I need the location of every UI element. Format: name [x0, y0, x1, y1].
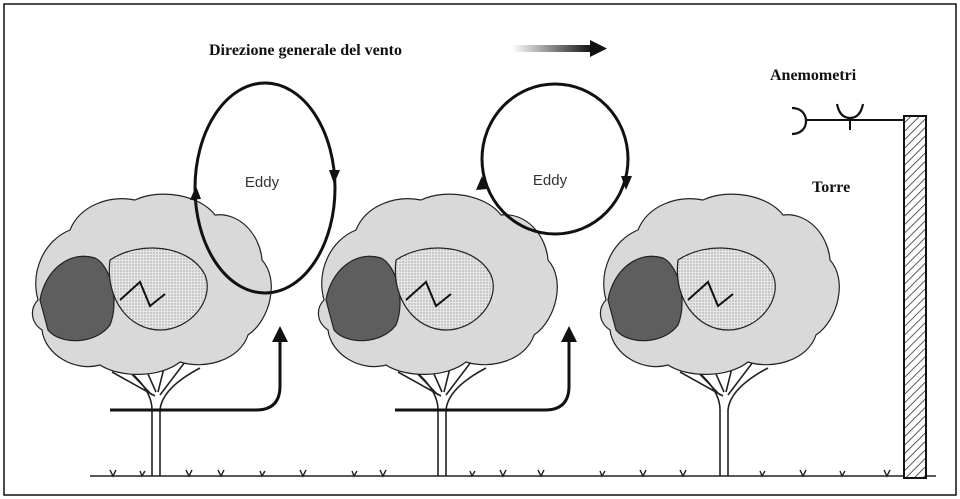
- tower-label: Torre: [812, 179, 850, 196]
- anemometer-boom: [806, 118, 904, 130]
- tree-1: [32, 194, 271, 476]
- eddy-1-label: Eddy: [245, 174, 280, 191]
- tower: [904, 116, 926, 478]
- tree-3: [600, 194, 839, 476]
- tree-2: [318, 194, 557, 476]
- wind-direction-title: Direzione generale del vento: [209, 42, 402, 59]
- eddy-2-label: Eddy: [533, 172, 568, 189]
- flow-arrow-1-head: [272, 326, 288, 342]
- flow-arrow-2-head: [561, 326, 577, 342]
- tree-3-canopy: [600, 194, 839, 374]
- eddy-1-right-arrow: [329, 170, 340, 184]
- eddy-1-left-arrow: [190, 186, 201, 200]
- wind-direction-arrow: [512, 40, 607, 57]
- tree-2-canopy: [318, 194, 557, 374]
- ground-line: [90, 470, 936, 476]
- anemometers-label: Anemometri: [770, 67, 857, 84]
- eddy-2: Eddy: [476, 84, 632, 234]
